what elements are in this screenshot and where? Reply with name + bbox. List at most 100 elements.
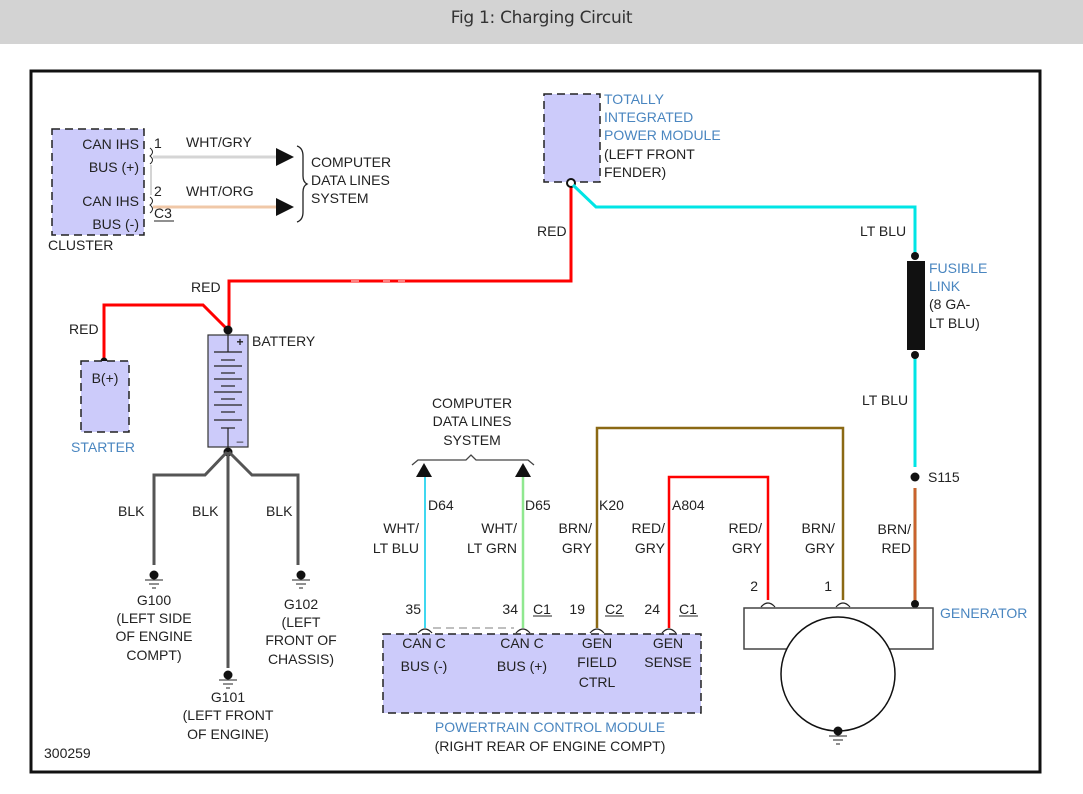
fusible-link-spec: (8 GA-	[929, 296, 971, 312]
wire-color-label: RED	[69, 321, 99, 337]
wire-color-label: LT BLU	[862, 392, 908, 408]
pin-number: 34	[502, 601, 518, 617]
starter-module: B(+) STARTER	[71, 360, 135, 455]
wire-blk-g102	[227, 450, 300, 565]
connector-id: C1	[533, 601, 551, 617]
wire-color-label: WHT/	[383, 520, 419, 536]
pcm-pin-label: FIELD	[577, 654, 617, 670]
ground-location: (LEFT SIDE	[116, 610, 191, 626]
wire-color-label: RED	[191, 279, 221, 295]
wire-color-label: BLK	[118, 503, 145, 519]
tipm-module: TOTALLY INTEGRATED POWER MODULE (LEFT FR…	[543, 91, 721, 183]
pcm-pin-label: BUS (+)	[497, 658, 547, 674]
wire-k20-brn-gry	[595, 426, 845, 628]
starter-name: STARTER	[71, 439, 135, 455]
wire-color-label: RED	[537, 223, 567, 239]
ground-location: (LEFT	[282, 614, 321, 630]
cluster-pin1-number: 1	[154, 135, 162, 151]
tipm-location: (LEFT FRONT	[604, 146, 695, 162]
data-lines-label: COMPUTER	[432, 395, 512, 411]
ground-location: FRONT OF	[265, 632, 336, 648]
fusible-link-body	[907, 261, 925, 350]
generator-rotor	[780, 616, 896, 732]
data-lines-label: COMPUTER	[311, 154, 391, 170]
wire-lt-blu-top	[571, 183, 917, 258]
fusible-link-spec: LT BLU)	[929, 315, 980, 331]
wire-color-label: BRN/	[878, 521, 912, 537]
ground-icon	[223, 670, 233, 680]
ground-location: (LEFT FRONT	[183, 707, 274, 723]
wire-color-label: GRY	[805, 540, 836, 556]
pcm-pin-label: BUS (-)	[401, 658, 448, 674]
ground-location: COMPT)	[126, 647, 181, 663]
figure-title-bar: Fig 1: Charging Circuit	[0, 0, 1083, 44]
pcm-module: 35 34 C1 19 C2 24 C1 CAN C BUS (-) CAN C…	[382, 601, 702, 754]
tipm-box	[543, 93, 601, 183]
fusible-link-name: FUSIBLE	[929, 260, 987, 276]
data-lines-label: SYSTEM	[443, 432, 501, 448]
pcm-name: POWERTRAIN CONTROL MODULE	[435, 719, 665, 735]
wire-color-label: BRN/	[559, 520, 593, 536]
ground-id: G100	[137, 592, 171, 608]
wire-a804-red-gry	[667, 475, 770, 628]
ground-icon	[296, 570, 306, 580]
wire-red-starter	[102, 303, 229, 360]
battery-minus-sign: –	[237, 434, 244, 448]
pcm-pin-label: SENSE	[644, 654, 691, 670]
cluster-name: CLUSTER	[48, 237, 113, 253]
connector-id: C2	[605, 601, 623, 617]
splice-s115	[910, 472, 920, 482]
ground-location: OF ENGINE)	[187, 726, 269, 742]
circuit-id: D65	[525, 497, 551, 513]
circuit-id: K20	[599, 497, 624, 513]
diagram-frame	[29, 69, 1042, 774]
pcm-data-lines: COMPUTER DATA LINES SYSTEM	[411, 395, 535, 628]
wire-color-label: RED	[881, 540, 911, 556]
pin-number: 2	[750, 578, 758, 594]
arrow-icon	[416, 463, 432, 477]
wire-blk-g100	[152, 450, 229, 565]
wire-color-label: GRY	[562, 540, 593, 556]
fusible-link-name: LINK	[929, 278, 961, 294]
cluster-module: CAN IHS BUS (+) CAN IHS BUS (-) CLUSTER …	[48, 128, 391, 253]
ground-g100: G100 (LEFT SIDE OF ENGINE COMPT)	[115, 570, 193, 663]
wire-color-label: LT BLU	[373, 540, 419, 556]
connector-id: C1	[679, 601, 697, 617]
ground-icon	[833, 726, 843, 736]
ground-g101: G101 (LEFT FRONT OF ENGINE)	[183, 670, 274, 742]
starter-box	[80, 360, 130, 433]
wire-color-label: BRN/	[802, 520, 836, 536]
wire-color-label: RED/	[632, 520, 666, 536]
cluster-pin1-label-2: BUS (+)	[89, 159, 139, 175]
data-lines-label: DATA LINES	[311, 172, 390, 188]
data-lines-label: SYSTEM	[311, 190, 369, 206]
cluster-pin2-label: CAN IHS	[82, 193, 139, 209]
wire-color-label: RED/	[729, 520, 763, 536]
wire-color-label: LT GRN	[467, 540, 517, 556]
wire-color-label: GRY	[732, 540, 763, 556]
fusible-link: FUSIBLE LINK (8 GA- LT BLU)	[907, 252, 987, 359]
battery-name: BATTERY	[252, 333, 316, 349]
pin-number: 35	[405, 601, 421, 617]
arrow-icon	[515, 463, 531, 477]
generator-name: GENERATOR	[940, 605, 1027, 621]
wire-color-label: WHT/ORG	[186, 183, 254, 199]
wire-color-label: BLK	[266, 503, 293, 519]
arrow-icon	[276, 148, 294, 166]
figure-title: Fig 1: Charging Circuit	[450, 8, 633, 28]
battery-plus-sign: +	[236, 335, 243, 349]
cluster-box	[51, 128, 145, 236]
tipm-name: POWER MODULE	[604, 127, 721, 143]
figure-id: 300259	[44, 745, 91, 761]
circuit-id: A804	[672, 497, 705, 513]
ground-location: CHASSIS)	[268, 651, 334, 667]
ground-wires: BLK BLK BLK	[118, 450, 300, 668]
cluster-connector-id: C3	[154, 205, 172, 221]
brace	[296, 145, 309, 223]
pin-number: 19	[569, 601, 585, 617]
wire-color-label: BLK	[192, 503, 219, 519]
pcm-pin-label: GEN	[582, 635, 612, 651]
wire-color-label: WHT/GRY	[186, 134, 253, 150]
pcm-location: (RIGHT REAR OF ENGINE COMPT)	[435, 738, 666, 754]
